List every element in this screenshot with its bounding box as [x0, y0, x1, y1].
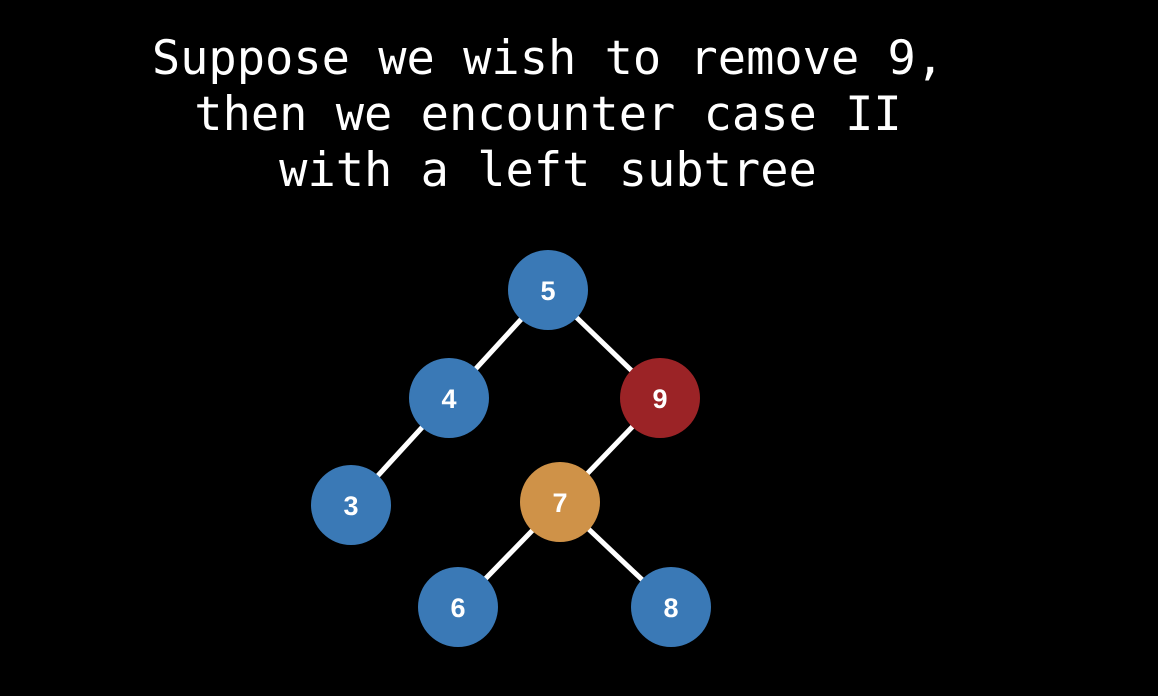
- tree-node-6: 6: [418, 567, 498, 647]
- node-circle: [311, 465, 391, 545]
- tree-node-5: 5: [508, 250, 588, 330]
- node-label: 6: [450, 593, 465, 623]
- tree-node-7: 7: [520, 462, 600, 542]
- node-circle: [508, 250, 588, 330]
- node-circle: [418, 567, 498, 647]
- node-circle: [520, 462, 600, 542]
- node-label: 8: [663, 593, 678, 623]
- tree-node-4: 4: [409, 358, 489, 438]
- caption-line-1: Suppose we wish to remove 9,: [151, 31, 945, 86]
- node-label: 4: [441, 384, 456, 414]
- node-label: 5: [540, 276, 555, 306]
- node-circle: [631, 567, 711, 647]
- tree-node-8: 8: [631, 567, 711, 647]
- node-circle: [409, 358, 489, 438]
- node-label: 7: [552, 488, 567, 518]
- node-label: 9: [652, 384, 667, 414]
- tree-node-3: 3: [311, 465, 391, 545]
- tree-node-9: 9: [620, 358, 700, 438]
- node-label: 3: [343, 491, 358, 521]
- caption-line-3: with a left subtree: [279, 143, 817, 198]
- caption-line-2: then we encounter case II: [194, 87, 902, 142]
- node-circle: [620, 358, 700, 438]
- binary-search-tree: 5 4 9 3 7 6 8: [311, 250, 711, 647]
